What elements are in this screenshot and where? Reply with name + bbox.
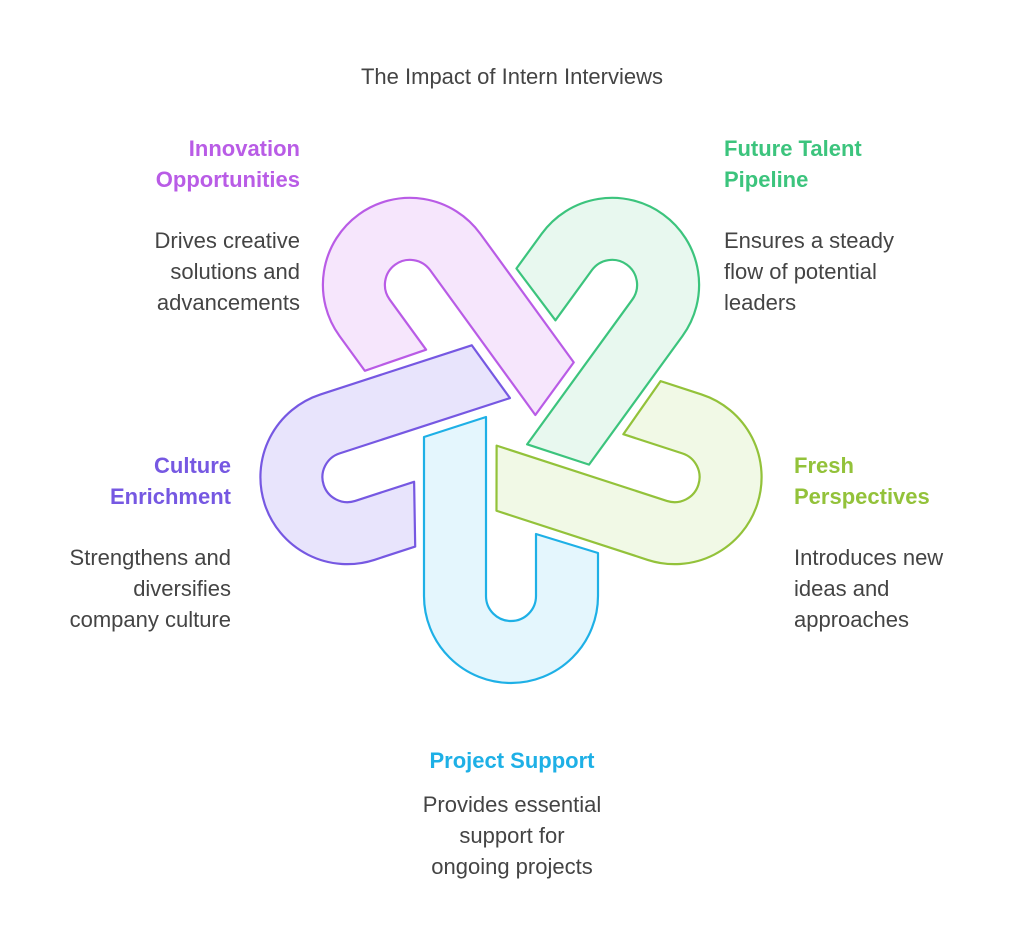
item-heading: Innovation Opportunities — [40, 133, 300, 195]
item-project-support: Project Support Provides essential suppo… — [382, 745, 642, 882]
item-heading: Future Talent Pipeline — [724, 133, 984, 195]
item-heading: Fresh Perspectives — [794, 450, 1024, 512]
item-fresh-perspectives: Fresh Perspectives Introduces new ideas … — [794, 450, 1024, 635]
diagram-title: The Impact of Intern Interviews — [360, 64, 664, 89]
item-description: Provides essential support for ongoing p… — [382, 789, 642, 882]
description-line: Provides essential — [422, 792, 602, 817]
description-line: Drives creative — [154, 228, 300, 253]
item-heading: Project Support — [429, 748, 595, 773]
heading-line: Enrichment — [109, 484, 231, 509]
heading-line: Pipeline — [724, 167, 809, 192]
heading-line: Opportunities — [155, 167, 300, 192]
description-line: support for — [459, 823, 565, 848]
link-shape-innovation-opportunities — [321, 196, 575, 417]
item-innovation-opportunities: Innovation Opportunities Drives creative… — [40, 133, 300, 318]
heading-line: Fresh — [794, 453, 854, 478]
description-line: solutions and — [170, 259, 300, 284]
description-line: ideas and — [794, 576, 890, 601]
description-line: diversifies — [133, 576, 231, 601]
link-shape-fresh-perspectives — [495, 380, 763, 566]
description-line: approaches — [794, 607, 909, 632]
description-line: flow of potential — [724, 259, 877, 284]
heading-line: Culture — [154, 453, 231, 478]
item-description: Drives creative solutions and advancemen… — [40, 225, 300, 318]
item-description: Introduces new ideas and approaches — [794, 542, 1024, 635]
description-line: advancements — [156, 290, 300, 315]
heading-line: Future Talent — [724, 136, 862, 161]
description-line: Strengthens and — [69, 545, 231, 570]
item-description: Ensures a steady flow of potential leade… — [724, 225, 984, 318]
heading-line: Innovation — [188, 136, 300, 161]
link-shape-project-support — [422, 415, 600, 685]
link-shape-future-talent-pipeline — [515, 196, 701, 466]
heading-line: Perspectives — [794, 484, 930, 509]
description-line: leaders — [724, 290, 797, 315]
item-description: Strengthens and diversifies company cult… — [0, 542, 231, 635]
item-culture-enrichment: Culture Enrichment Strengthens and diver… — [0, 450, 231, 635]
description-line: Introduces new — [794, 545, 944, 570]
description-line: ongoing projects — [431, 854, 593, 879]
link-shape-culture-enrichment — [259, 344, 512, 566]
item-future-talent-pipeline: Future Talent Pipeline Ensures a steady … — [724, 133, 984, 318]
description-line: Ensures a steady — [724, 228, 894, 253]
description-line: company culture — [69, 607, 231, 632]
item-heading: Culture Enrichment — [0, 450, 231, 512]
